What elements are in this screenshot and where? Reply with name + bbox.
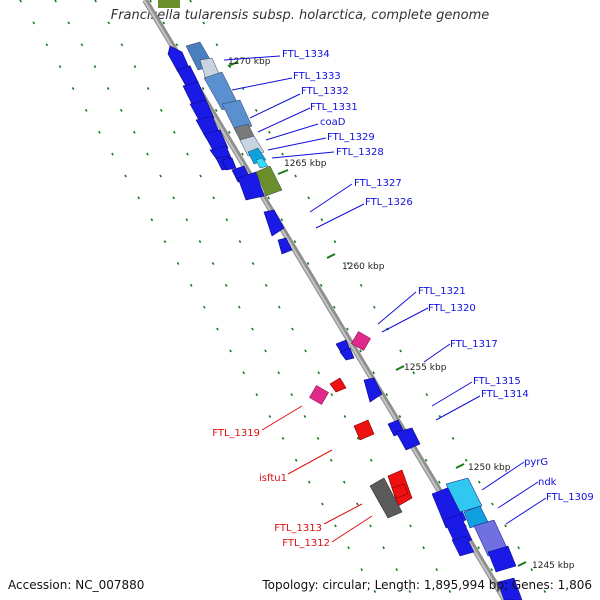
gene-label: isftu1 xyxy=(259,473,287,484)
scale-label: 1255 kbp xyxy=(404,363,447,373)
gene-label: FTL_1327 xyxy=(354,178,402,189)
gene-block-1327 xyxy=(255,165,283,197)
gene-label: FTL_1317 xyxy=(450,339,498,350)
scale-label: 1265 kbp xyxy=(284,159,327,169)
gene-labels-right: FTL_1334 FTL_1333 FTL_1332 FTL_1331 coaD… xyxy=(282,49,594,503)
gene-labels-left: FTL_1319 isftu1 FTL_1313 FTL_1312 xyxy=(212,428,330,549)
gene-label: FTL_1313 xyxy=(274,523,322,534)
gene-label: FTL_1333 xyxy=(293,71,341,82)
gene-label: FTL_1319 xyxy=(212,428,260,439)
feature-top xyxy=(158,0,180,8)
cds-lower-cluster xyxy=(431,477,523,600)
rna-features xyxy=(309,331,371,405)
gene-label: coaD xyxy=(320,117,346,128)
gene-label: FTL_1326 xyxy=(365,197,413,208)
scale-ticks xyxy=(227,61,527,567)
gene-label: FTL_1315 xyxy=(473,376,521,387)
scale-label: 1270 kbp xyxy=(228,57,271,67)
gene-label: FTL_1332 xyxy=(301,86,349,97)
gene-label: FTL_1328 xyxy=(336,147,384,158)
gene-label: FTL_1314 xyxy=(481,389,529,400)
gene-label: FTL_1321 xyxy=(418,286,466,297)
gene-label: FTL_1309 xyxy=(546,492,594,503)
leader-lines-left xyxy=(261,405,373,543)
cds-outer-track xyxy=(185,41,283,197)
scale-label: 1245 kbp xyxy=(532,561,575,571)
scale-label: 1250 kbp xyxy=(468,463,511,473)
grey-block xyxy=(369,477,403,519)
red-features xyxy=(329,377,413,507)
gene-label: FTL_1312 xyxy=(282,538,330,549)
gene-label: ndk xyxy=(538,477,557,488)
gene-label: FTL_1331 xyxy=(310,102,358,113)
gene-label: pyrG xyxy=(524,457,548,468)
map-title: Francisella tularensis subsp. holarctica… xyxy=(110,8,490,23)
accession-label: Accession: NC_007880 xyxy=(8,578,145,592)
genome-summary: Topology: circular; Length: 1,895,994 bp… xyxy=(262,578,592,592)
cds-inner-track xyxy=(167,45,421,451)
scale-labels: 1270 kbp 1265 kbp 1260 kbp 1255 kbp 1250… xyxy=(228,57,575,571)
scale-label: 1260 kbp xyxy=(342,262,385,272)
gene-label: FTL_1320 xyxy=(428,303,476,314)
gene-label: FTL_1329 xyxy=(327,132,375,143)
leader-lines-right xyxy=(223,55,547,525)
gene-label: FTL_1334 xyxy=(282,49,330,60)
